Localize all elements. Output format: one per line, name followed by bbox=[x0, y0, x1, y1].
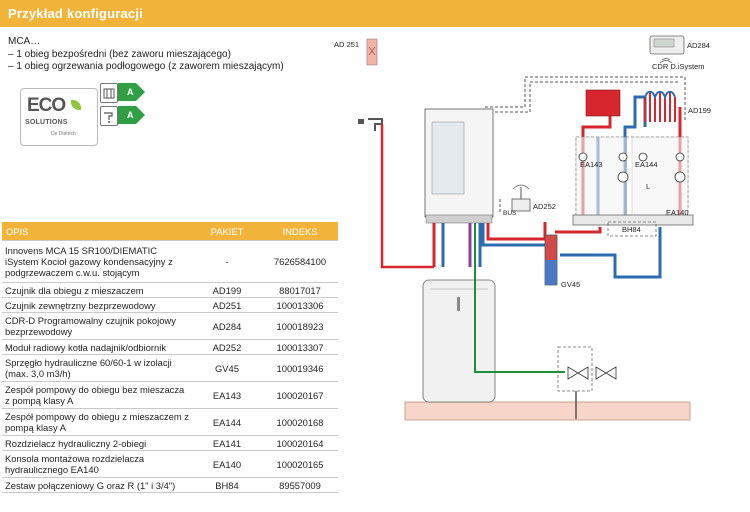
outdoor-sensor-ad251 bbox=[366, 38, 378, 66]
bh84-box bbox=[607, 221, 657, 237]
row-description: Czujnik zewnętrzny bezprzewodowy bbox=[2, 297, 192, 313]
table-row: Zespół pompowy do obiegu bez mieszacza z… bbox=[2, 381, 338, 409]
table-header-row: OPIS PAKIET INDEKS bbox=[2, 222, 338, 241]
label-bh84: BH84 bbox=[622, 225, 641, 234]
row-index: 100020167 bbox=[262, 381, 338, 409]
row-description: Moduł radiowy kotła nadajnik/odbiornik bbox=[2, 339, 192, 355]
energy-class-badge: A bbox=[100, 83, 148, 103]
row-package: GV45 bbox=[192, 354, 262, 382]
valve-icons bbox=[567, 366, 617, 380]
table-row: Zestaw połączeniowy G oraz R (1" i 3/4")… bbox=[2, 477, 338, 493]
table-row: Zespół pompowy do obiegu z mieszaczem z … bbox=[2, 408, 338, 436]
circulator-pump-icons bbox=[578, 152, 686, 183]
underfloor-loop bbox=[644, 92, 681, 122]
column-header-indeks: INDEKS bbox=[262, 222, 338, 241]
row-description: Czujnik dla obiegu z mieszaczem bbox=[2, 282, 192, 298]
row-package: EA144 bbox=[192, 408, 262, 436]
boiler bbox=[424, 108, 494, 224]
row-package: AD284 bbox=[192, 312, 262, 340]
tap-icon bbox=[100, 106, 118, 126]
row-description: Zestaw połączeniowy G oraz R (1" i 3/4") bbox=[2, 477, 192, 493]
row-description: Rozdzielacz hydrauliczny 2-obiegi bbox=[2, 435, 192, 451]
energy-arrow-icon bbox=[118, 106, 145, 124]
column-header-opis: OPIS bbox=[2, 222, 192, 241]
row-package: BH84 bbox=[192, 477, 262, 493]
row-description: Konsola montażowa rozdzielacza hydraulic… bbox=[2, 450, 192, 478]
row-package: AD251 bbox=[192, 297, 262, 313]
label-ea140: EA140 bbox=[666, 208, 689, 217]
gas-pipe bbox=[474, 223, 565, 373]
table-row: Innovens MCA 15 SR100/DIEMATIC iSystem K… bbox=[2, 240, 338, 283]
room-thermostat-ad284 bbox=[649, 35, 685, 64]
section-header: Przykład konfiguracji bbox=[0, 0, 750, 27]
row-package: AD252 bbox=[192, 339, 262, 355]
radiator bbox=[585, 89, 621, 117]
hydraulic-diagram: AD 251 AD284 CDR D.iSystem bbox=[334, 35, 711, 421]
gas-connection-set bbox=[557, 346, 593, 392]
row-package: EA143 bbox=[192, 381, 262, 409]
leaf-icon bbox=[71, 100, 81, 110]
intro-line: – 1 obieg ogrzewania podłogowego (z zawo… bbox=[8, 61, 284, 72]
parts-table: OPIS PAKIET INDEKS Innovens MCA 15 SR100… bbox=[2, 222, 338, 493]
label-gv45: GV45 bbox=[561, 280, 580, 289]
energy-class-label: A bbox=[127, 87, 134, 97]
eco-logo-brand: De Dietrich bbox=[51, 131, 76, 137]
table-row: Konsola montażowa rozdzielacza hydraulic… bbox=[2, 450, 338, 478]
label-bus: BUS bbox=[503, 210, 517, 217]
eco-logo-subtitle: SOLUTIONS bbox=[25, 119, 68, 126]
row-index: 7626584100 bbox=[262, 240, 338, 283]
row-index: 100020165 bbox=[262, 450, 338, 478]
row-index: 100018923 bbox=[262, 312, 338, 340]
intro-line: MCA… bbox=[8, 36, 41, 47]
row-package: AD199 bbox=[192, 282, 262, 298]
dhw-cylinder bbox=[422, 279, 496, 403]
label-l: L bbox=[646, 182, 650, 191]
row-package: - bbox=[192, 240, 262, 283]
row-index: 89557009 bbox=[262, 477, 338, 493]
label-ad251: AD 251 bbox=[334, 40, 359, 49]
energy-class-badge: A bbox=[100, 106, 148, 126]
boiler-tank-pipes bbox=[432, 223, 482, 267]
section-title: Przykład konfiguracji bbox=[8, 6, 143, 21]
energy-arrow-icon bbox=[118, 83, 145, 101]
configuration-description: MCA… – 1 obieg bezpośredni (bez zaworu m… bbox=[8, 36, 284, 74]
row-index: 100020168 bbox=[262, 408, 338, 436]
label-cdr: CDR D.iSystem bbox=[652, 62, 705, 71]
row-package: EA140 bbox=[192, 450, 262, 478]
dhw-tap-icon bbox=[358, 118, 383, 131]
label-ea143: EA143 bbox=[580, 160, 603, 169]
row-index: 100019346 bbox=[262, 354, 338, 382]
intro-line: – 1 obieg bezpośredni (bez zaworu miesza… bbox=[8, 48, 231, 60]
row-index: 100020164 bbox=[262, 435, 338, 451]
table-row: CDR-D Programowalny czujnik pokojowy bez… bbox=[2, 312, 338, 340]
row-description: Sprzęgło hydrauliczne 60/60-1 w izolacji… bbox=[2, 354, 192, 382]
row-index: 100013306 bbox=[262, 297, 338, 313]
row-index: 100013307 bbox=[262, 339, 338, 355]
radiator-icon bbox=[100, 83, 118, 103]
row-description: CDR-D Programowalny czujnik pokojowy bez… bbox=[2, 312, 192, 340]
eco-logo-title: ECO bbox=[27, 95, 66, 116]
row-description: Innovens MCA 15 SR100/DIEMATIC iSystem K… bbox=[2, 240, 192, 283]
radio-module-ad252 bbox=[511, 184, 531, 212]
manifold bbox=[572, 214, 694, 226]
label-ad284: AD284 bbox=[687, 41, 710, 50]
hydraulic-separator-gv45 bbox=[544, 234, 558, 286]
table-row: Sprzęgło hydrauliczne 60/60-1 w izolacji… bbox=[2, 354, 338, 382]
row-package: EA141 bbox=[192, 435, 262, 451]
label-ad252: AD252 bbox=[533, 202, 556, 211]
row-index: 88017017 bbox=[262, 282, 338, 298]
floor bbox=[404, 401, 691, 421]
eco-solutions-logo: ECO SOLUTIONS De Dietrich bbox=[20, 88, 98, 146]
row-description: Zespół pompowy do obiegu z mieszaczem z … bbox=[2, 408, 192, 436]
row-description: Zespół pompowy do obiegu bez mieszacza z… bbox=[2, 381, 192, 409]
energy-class-label: A bbox=[127, 110, 134, 120]
label-ad199: AD199 bbox=[688, 106, 711, 115]
column-header-pakiet: PAKIET bbox=[192, 222, 262, 241]
dhw-supply-pipe bbox=[380, 124, 434, 269]
label-ea144: EA144 bbox=[635, 160, 658, 169]
